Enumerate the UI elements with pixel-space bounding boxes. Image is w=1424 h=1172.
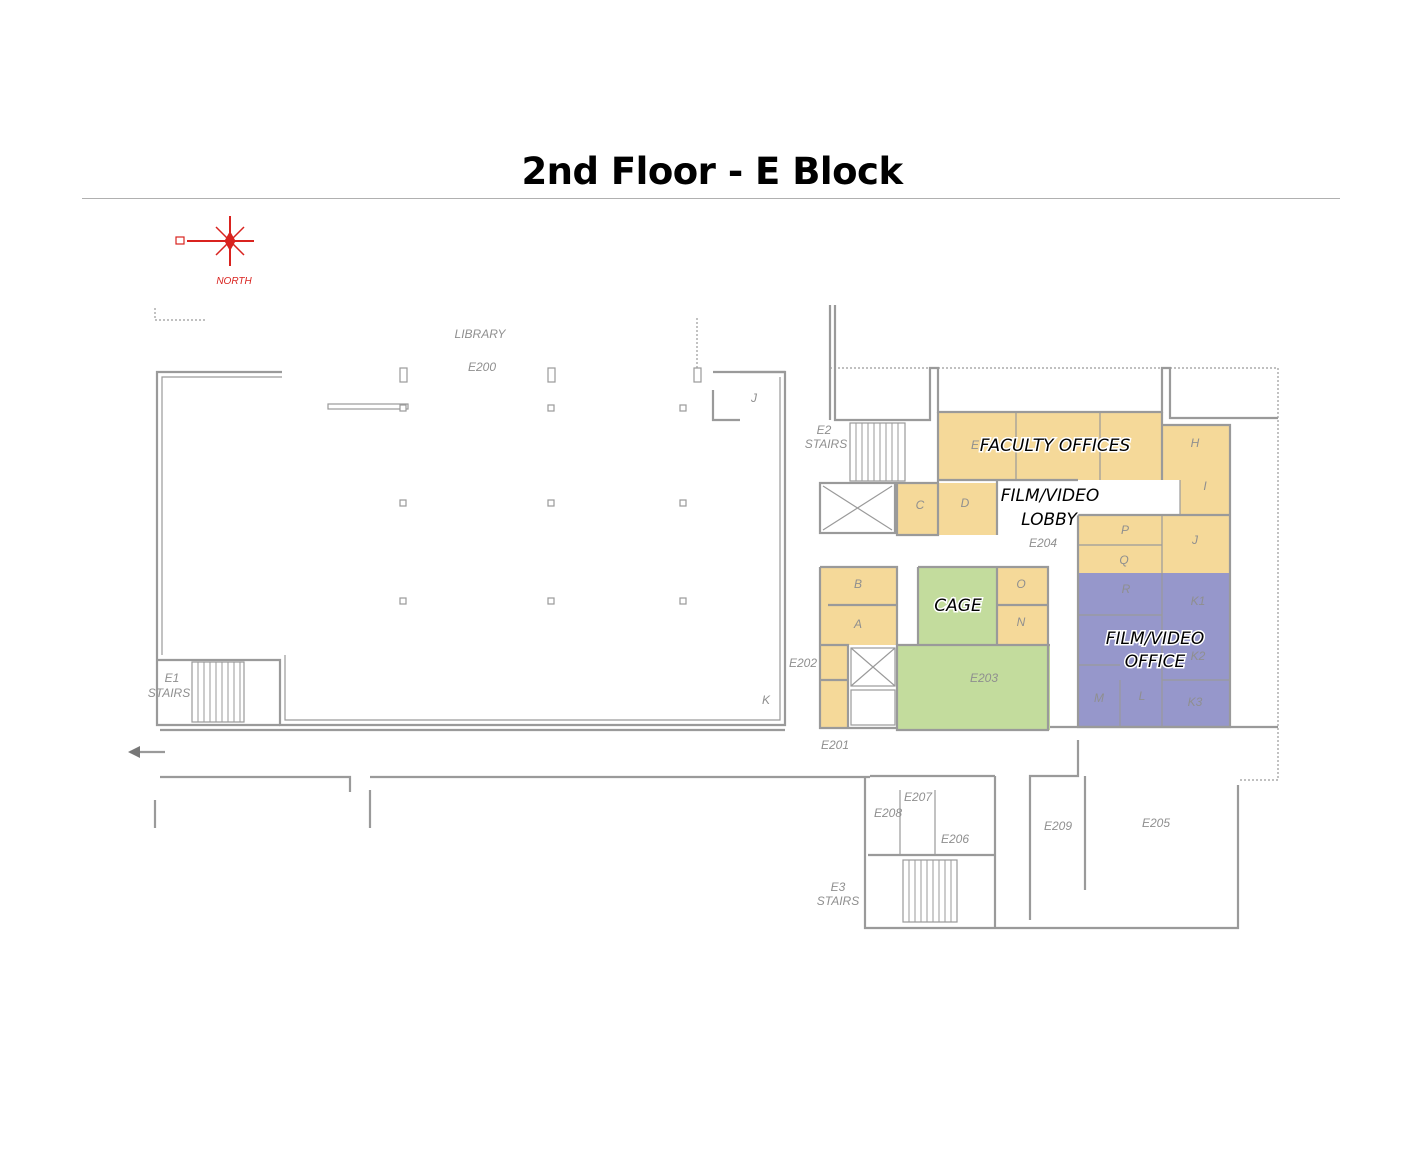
room-label: K2 [1191, 649, 1206, 663]
film-video-office-label-line2: OFFICE [1125, 652, 1186, 672]
room-label: E3 [831, 880, 846, 894]
page-title: 2nd Floor - E Block [521, 150, 903, 193]
room-label: R [1122, 582, 1131, 596]
room-label: STAIRS [805, 437, 847, 451]
room-label: E203 [970, 671, 998, 685]
room-label: J [750, 391, 758, 405]
room-label: E200 [468, 360, 496, 374]
room-label: E2 [817, 423, 832, 437]
room-label: E1 [165, 671, 180, 685]
lobby-label-line2: LOBBY [1021, 510, 1078, 530]
title-divider [82, 198, 1340, 199]
compass-rose-icon [175, 216, 254, 266]
film-video-office-label-line1: FILM/VIDEO [1106, 629, 1205, 649]
film-video-office-zone [1078, 573, 1230, 727]
room-label: Q [1119, 553, 1128, 567]
room-label: I [1203, 479, 1207, 493]
cage-zone [897, 567, 1050, 730]
room-label: LIBRARY [455, 327, 507, 341]
room-label: E205 [1142, 816, 1170, 830]
room-label: E208 [874, 806, 902, 820]
room-label: A [853, 617, 862, 631]
room-label: H [1191, 436, 1200, 450]
room-label: L [1139, 689, 1146, 703]
cage-label: CAGE [934, 596, 982, 616]
room-label: E209 [1044, 819, 1072, 833]
stairs [191, 422, 958, 923]
room-label: STAIRS [817, 894, 859, 908]
room-label: C [916, 498, 925, 512]
room-label: D [961, 496, 970, 510]
room-label: J [1191, 533, 1199, 547]
room-label: K3 [1188, 695, 1203, 709]
room-label: E202 [789, 656, 817, 670]
room-label: STAIRS [148, 686, 190, 700]
room-label: P [1121, 523, 1129, 537]
e-block-walls [818, 305, 1279, 930]
room-labels: LIBRARY E200 J K E2 STAIRS E1 STAIRS E3 … [148, 327, 1208, 908]
room-label: E [971, 438, 980, 452]
library-walls [128, 308, 870, 828]
room-label: M [1094, 691, 1104, 705]
room-label: E204 [1029, 536, 1057, 550]
room-label: B [854, 577, 862, 591]
compass-north-label: NORTH [216, 276, 252, 287]
room-label: N [1017, 615, 1026, 629]
room-label: K [762, 693, 771, 707]
lobby-label-line1: FILM/VIDEO [1001, 486, 1100, 506]
room-label: E206 [941, 832, 969, 846]
zone-labels: FACULTY OFFICES FILM/VIDEO LOBBY CAGE FI… [933, 435, 1206, 674]
faculty-offices-label: FACULTY OFFICES [980, 436, 1131, 456]
room-label: K1 [1191, 594, 1206, 608]
room-label: O [1016, 577, 1025, 591]
library-columns [399, 367, 702, 605]
room-label: E207 [904, 790, 933, 804]
room-label: E201 [821, 738, 849, 752]
